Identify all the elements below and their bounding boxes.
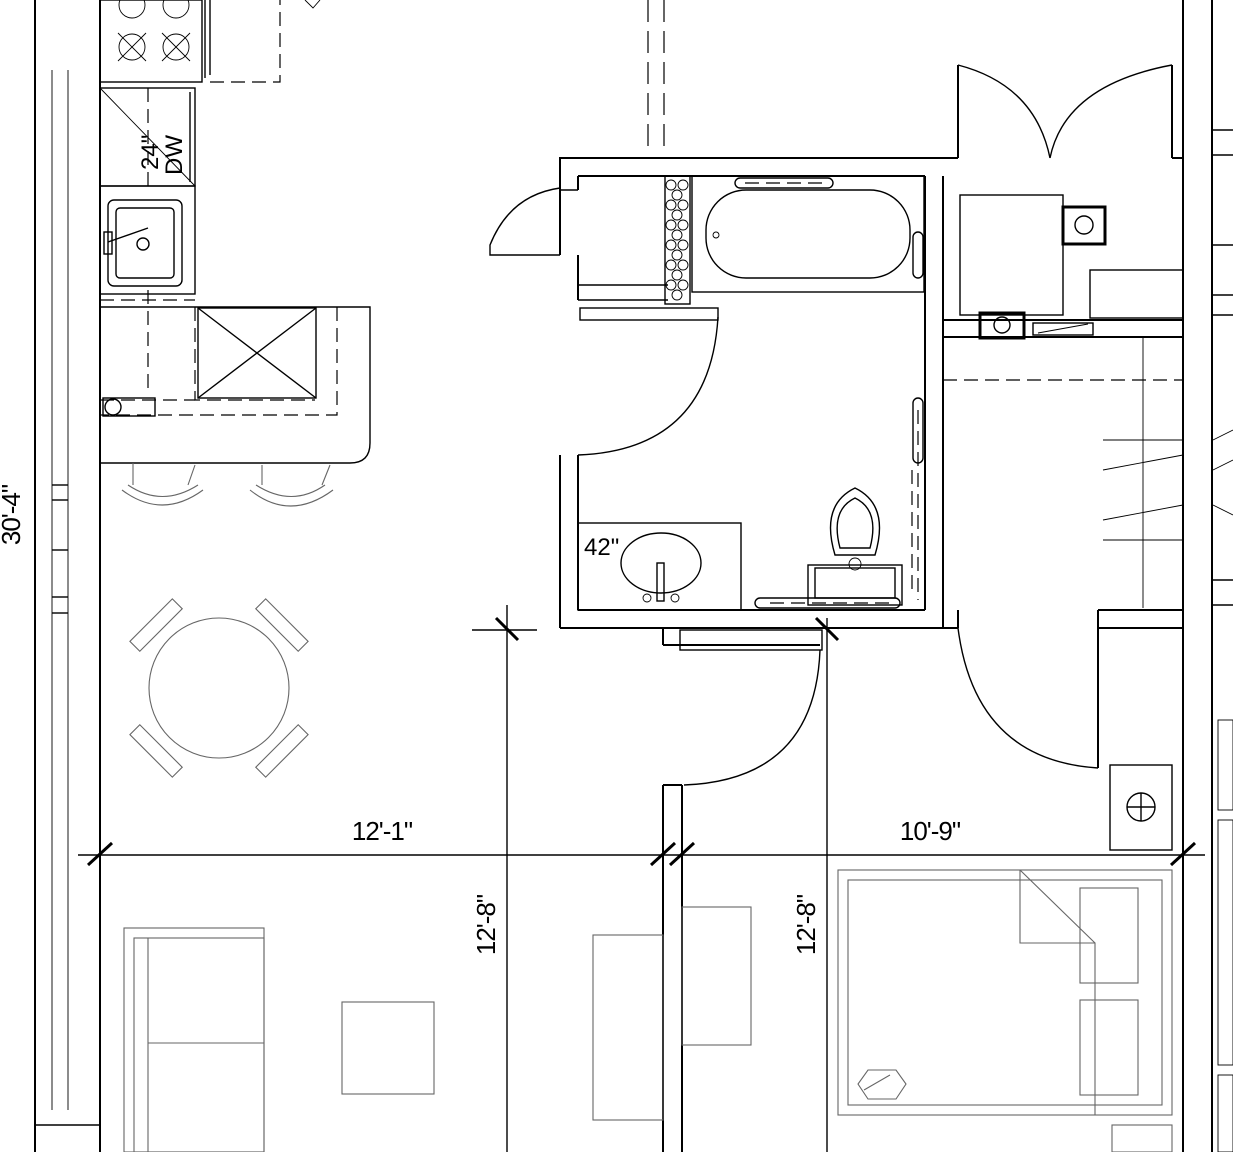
bedroom-width-dimension: 10'-9" — [900, 816, 961, 846]
bar-stool-icon — [249, 464, 334, 507]
living-depth-dimension: 12'-8" — [471, 894, 501, 955]
bedroom-door — [662, 628, 823, 1152]
vanity-sink-icon: 42" — [577, 522, 742, 611]
dimension-lines — [78, 605, 1205, 1152]
dining-table-icon — [129, 598, 309, 778]
stove-icon — [99, 0, 211, 83]
tile-column-icon — [664, 175, 691, 305]
overall-height-dimension: 30'-4" — [0, 484, 26, 545]
bathroom: 42" — [489, 65, 959, 629]
bedroom-depth-dimension: 12'-8" — [791, 894, 821, 955]
nightstand-icon — [1111, 1124, 1173, 1152]
cooktop-icon — [197, 307, 317, 399]
bed-icon — [837, 869, 1173, 1116]
bathtub-icon — [691, 175, 925, 293]
vanity-size-label: 42" — [584, 534, 619, 561]
toilet-icon — [754, 487, 903, 609]
sofa-icon — [123, 927, 265, 1152]
kitchen: 24" DW — [99, 0, 371, 778]
dishwasher-label: DW — [161, 135, 188, 175]
coffee-table-icon — [341, 1001, 435, 1095]
bar-stool-icon — [121, 463, 204, 506]
living-width-dimension: 12'-1" — [352, 816, 413, 846]
kitchen-sink-icon — [103, 199, 183, 287]
desk-icon — [592, 906, 752, 1121]
dishwasher-icon: 24" DW — [99, 87, 196, 187]
closet — [943, 64, 1233, 851]
dishwasher-size-label: 24" — [137, 135, 164, 170]
water-heater-icon — [959, 194, 1184, 319]
exterior-walls — [34, 0, 1233, 1152]
